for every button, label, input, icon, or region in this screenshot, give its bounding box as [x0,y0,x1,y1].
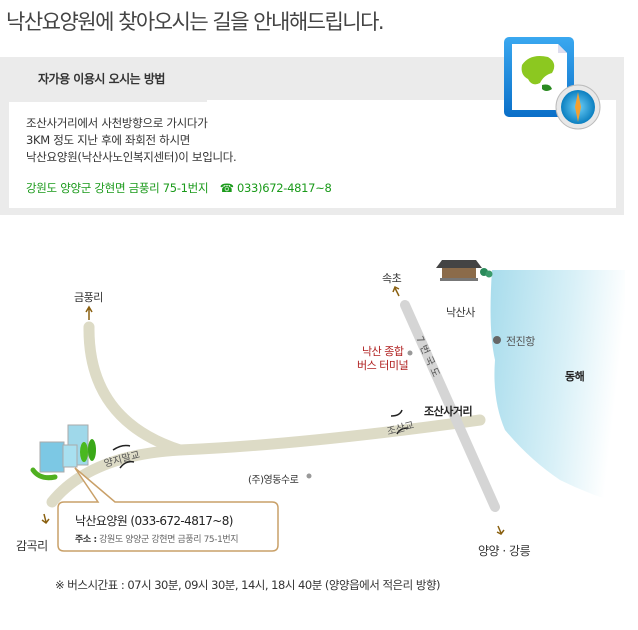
page-title: 낙산요양원에 찾아오시는 길을 안내해드립니다. [6,10,385,34]
nursing-home-building-icon [30,424,96,481]
tab-label: 자가용 이용시 오시는 방법 [38,72,165,86]
direction-line: 3KM 정도 지난 후에 좌회전 하시면 [26,133,191,147]
callout-name: 낙산요양원 (033-672-4817~8) [75,514,233,528]
bus-terminal-label: 낙산 종합 [362,345,404,358]
donghae-label: 동해 [565,370,585,383]
map-compass-icon [504,37,601,130]
map: 조산교 양지말교 7 번 국 도 [30,260,625,552]
terminal-dot [407,350,413,356]
route7-label: 7 번 국 도 [413,334,442,379]
jeonjinhang-label: 전진항 [506,335,535,348]
naksansa-label: 낙산사 [446,306,475,319]
tab-car-directions[interactable] [0,64,207,102]
directions-content [9,100,616,208]
phone-icon: ☎ [219,181,234,195]
direction-line: 낙산요양원(낙산사노인복지센터)이 보입니다. [26,150,237,164]
direction-line: 조산사거리에서 사천방향으로 가시다가 [26,116,208,130]
josansageori-label: 조산사거리 [424,405,473,418]
bus-schedule: ※ 버스시간표 : 07시 30분, 09시 30분, 14시, 18시 40분… [55,578,441,592]
local-road [46,321,486,508]
phone: 033)672-4817~8 [237,181,332,195]
sokcho-label: 속초 [382,272,402,285]
bridge-icon [112,409,409,469]
address-line: 강원도 양양군 강현면 금풍리 75-1번지 ☎ 033)672-4817~8 [26,180,332,196]
geumpungri-label: 금풍리 [74,291,103,304]
yeongdong-label: (주)영동수로 [248,475,299,486]
address: 강원도 양양군 강현면 금풍리 75-1번지 [26,181,209,195]
callout-box [57,467,279,552]
yeongdong-dot [306,473,312,479]
yangyang-label: 양양 · 강릉 [478,544,531,558]
address: 강원도 양양군 강현면 금풍리 75-1번지 [99,535,239,545]
address-label: 주소 : [75,535,97,545]
temple-icon [436,260,493,281]
arrow-icon [41,285,505,535]
jeonjinhang-dot [493,336,501,344]
gamgokri-label: 감곡리 [16,539,48,553]
sea [490,270,625,505]
bus-terminal-label: 버스 터미널 [357,359,409,372]
callout-address: 주소 : 강원도 양양군 강현면 금풍리 75-1번지 [75,532,239,545]
route-7-road [400,300,500,512]
